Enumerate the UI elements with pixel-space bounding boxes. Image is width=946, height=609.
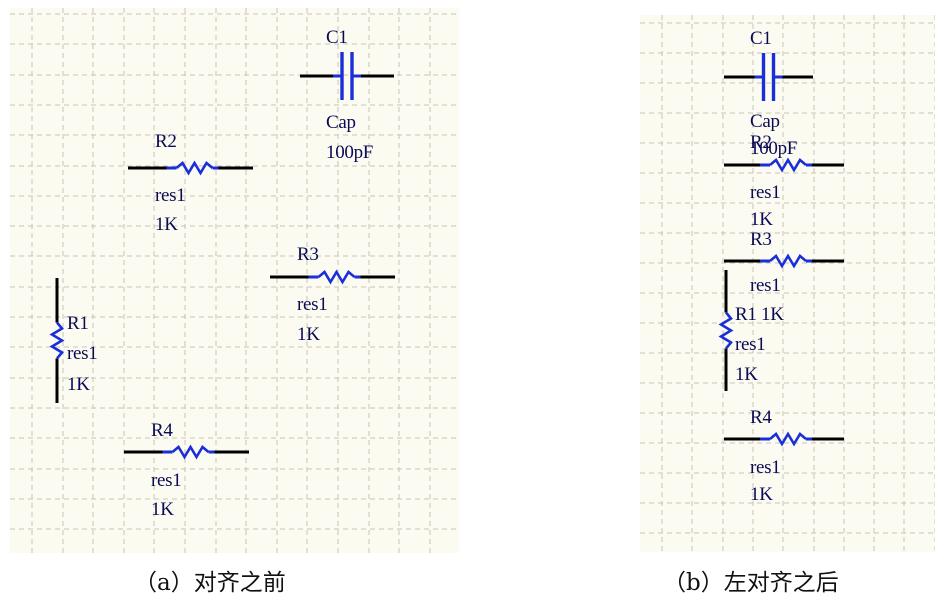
r4-designator: R4: [750, 407, 772, 428]
r4-designator: R4: [151, 420, 173, 441]
r4-value: 1K: [750, 484, 773, 505]
r3-designator: R3: [750, 229, 772, 250]
grid: [10, 8, 459, 553]
resistor-body: [769, 253, 807, 269]
schematic-panel-before: C1 Cap 100pF R2 res1 1K R3 res1 1K R1 re…: [10, 8, 459, 553]
r1-designator: R1: [735, 304, 757, 325]
r4-part: res1: [750, 457, 781, 478]
resistor-body: [769, 157, 807, 173]
r2-designator: R2: [750, 132, 772, 153]
resistor-r2: [724, 157, 844, 173]
caption-before: （a）对齐之前: [134, 570, 286, 596]
r3-part: res1: [297, 294, 328, 315]
caption-after: （b）左对齐之后: [663, 570, 839, 596]
r1-part: res1: [67, 343, 98, 364]
resistor-body: [171, 444, 210, 460]
r1-value: 1K: [735, 364, 758, 385]
grid: [640, 15, 935, 552]
r1-part: res1: [735, 334, 766, 355]
r3-value: 1K: [297, 324, 320, 345]
c1-part: Cap: [326, 112, 356, 133]
r3-part: res1: [750, 275, 781, 296]
c1-value: 100pF: [750, 138, 798, 159]
r3-designator: R3: [297, 244, 319, 265]
r2-designator: R2: [155, 131, 177, 152]
resistor-r1: [49, 278, 65, 403]
c1-part: Cap: [750, 111, 780, 132]
c1-designator: C1: [750, 28, 772, 49]
resistor-r1: [718, 270, 734, 391]
resistor-body: [317, 269, 356, 285]
resistor-r3: [724, 253, 844, 269]
components-layer: [718, 53, 844, 447]
r2-part: res1: [155, 185, 186, 206]
c1-value: 100pF: [326, 142, 374, 163]
r2-part: res1: [750, 182, 781, 203]
r1-value: 1K: [67, 374, 90, 395]
resistor-r3: [270, 269, 395, 285]
resistor-r2: [128, 160, 253, 176]
components-layer: [49, 52, 395, 460]
r3-value: 1K: [761, 304, 784, 325]
schematic-panel-after: C1 Cap 100pF R2 res1 1K R3 res1 1K R1 re…: [640, 15, 935, 552]
r4-value: 1K: [151, 499, 174, 520]
r2-value: 1K: [750, 209, 773, 230]
resistor-body: [769, 431, 807, 447]
r4-part: res1: [151, 470, 182, 491]
resistor-body: [718, 311, 734, 350]
capacitor-c1: [300, 52, 394, 100]
r1-designator: R1: [67, 313, 89, 334]
resistor-body: [49, 321, 65, 360]
c1-designator: C1: [326, 27, 348, 48]
capacitor-c1: [724, 53, 813, 101]
resistor-r4: [724, 431, 844, 447]
resistor-r4: [124, 444, 249, 460]
r2-value: 1K: [155, 214, 178, 235]
resistor-body: [175, 160, 214, 176]
